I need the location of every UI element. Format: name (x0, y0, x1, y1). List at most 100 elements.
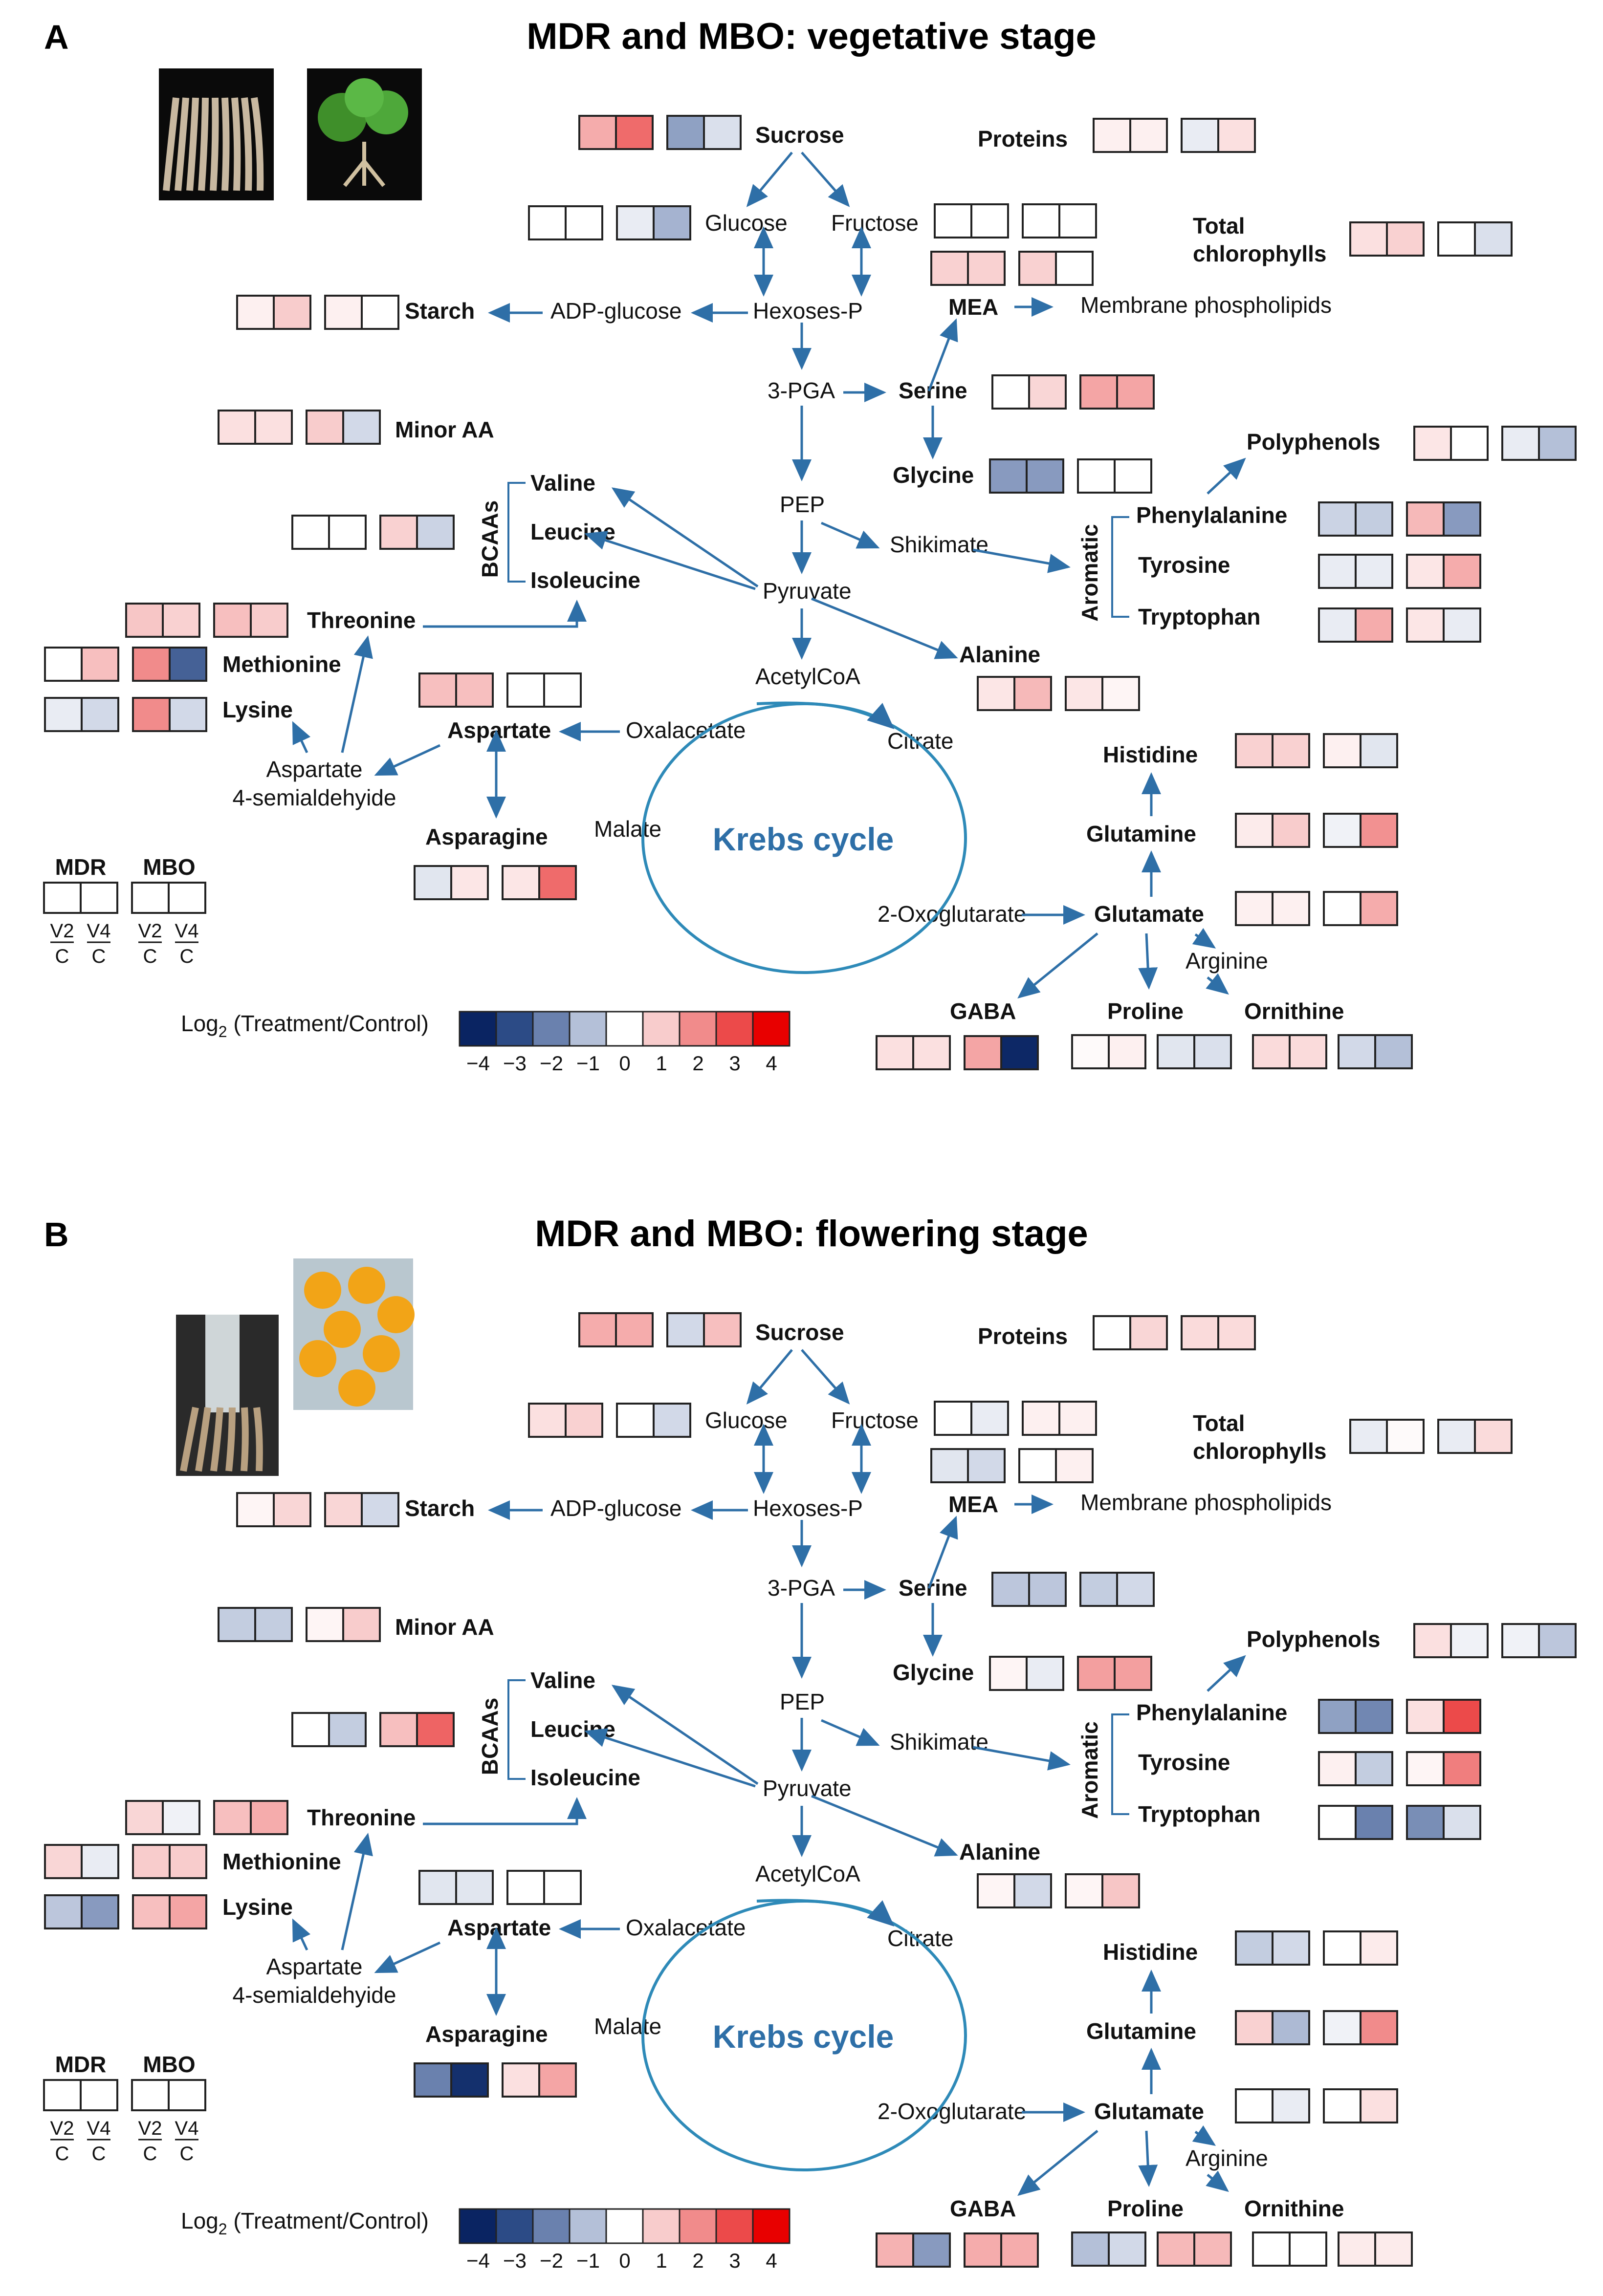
color-scale-tick: 4 (766, 1052, 777, 1075)
heatmap-mdr-tryptophan (1318, 607, 1393, 643)
pathway-arrow (584, 531, 756, 590)
key-v-label: V2 (138, 920, 162, 942)
node-shikimate: Shikimate (890, 1729, 988, 1754)
node-sucrose: Sucrose (755, 122, 844, 148)
heatmap-mbo-gaba (964, 1035, 1039, 1070)
root-photo-icon (159, 68, 422, 200)
heatmap-mbo-threonine (213, 1800, 288, 1835)
heatmap-mdr-serine (991, 374, 1067, 410)
heatmap-mbo-serine (1079, 1572, 1155, 1607)
heatmap-cell (1116, 1572, 1155, 1607)
pathway-arrow (611, 487, 759, 588)
pathway-arrow (801, 152, 850, 207)
heatmap-mdr-methionine (44, 1844, 119, 1879)
heatmap-mdr-tyrosine (1318, 1751, 1393, 1786)
heatmap-cell (306, 410, 344, 445)
heatmap-cell (1318, 1751, 1357, 1786)
heatmap-cell (1349, 1419, 1388, 1454)
pathway-arrow (423, 600, 587, 628)
color-scale-tick: −1 (576, 2249, 600, 2272)
heatmap-mbo-total-chl (1437, 221, 1513, 257)
heatmap-mbo-mea (1018, 1448, 1094, 1483)
heatmap-cell (615, 115, 654, 150)
heatmap-mbo-tyrosine (1406, 554, 1481, 589)
heatmap-cell (213, 1800, 252, 1835)
color-scale-tick: −1 (576, 1052, 600, 1075)
heatmap-cell (1413, 426, 1452, 461)
node-starch: Starch (405, 1495, 475, 1521)
heatmap-cell (1252, 2231, 1291, 2267)
pathway-arrow (1207, 1655, 1246, 1692)
heatmap-mdr-sucrose (578, 115, 654, 150)
heatmap-mdr-methionine (44, 647, 119, 682)
heatmap-cell (1101, 676, 1140, 711)
pathway-arrow (1017, 932, 1098, 999)
heatmap-mdr-total-chl (1349, 221, 1425, 257)
key-cell (80, 882, 118, 914)
heatmap-cell (169, 647, 207, 682)
heatmap-mbo-total-chl (1437, 1419, 1513, 1454)
flower-photo-icon (176, 1258, 415, 1476)
heatmap-cell (418, 1870, 457, 1905)
heatmap-cell (538, 865, 577, 900)
heatmap-mbo-asparagine (502, 2062, 577, 2098)
node-acetylcoa: AcetylCoA (755, 664, 860, 689)
color-scale-swatch (569, 1011, 607, 1047)
heatmap-mbo-aspartate (506, 672, 582, 708)
heatmap-cell (416, 1712, 455, 1747)
heatmap-cell (1093, 1315, 1131, 1350)
node-minor_aa: Minor AA (395, 417, 494, 442)
pathway-arrow (374, 1941, 441, 1973)
heatmap-cell (1474, 1419, 1513, 1454)
color-scale-swatch (495, 1011, 534, 1047)
heatmap-mbo-glutamine (1323, 813, 1398, 848)
node-glutamate: Glutamate (1094, 901, 1204, 927)
heatmap-cell (1129, 118, 1168, 153)
color-scale-tick: 2 (692, 1052, 703, 1075)
key-c-label: C (180, 2143, 194, 2165)
heatmap-cell (1437, 221, 1476, 257)
heatmap-cell (1406, 1751, 1445, 1786)
heatmap-cell (1022, 203, 1060, 238)
heatmap-cell (934, 1401, 972, 1436)
heatmap-mbo-methionine (132, 1844, 207, 1879)
node-sucrose: Sucrose (755, 1320, 844, 1345)
heatmap-mbo-bcaas (379, 515, 455, 550)
node-bcaas: BCAAs (477, 1698, 503, 1775)
heatmap-mdr-sucrose (578, 1312, 654, 1347)
heatmap-cell (970, 1401, 1009, 1436)
node-pyruvate: Pyruvate (763, 1776, 852, 1801)
color-scale-tick: −3 (503, 2249, 527, 2272)
heatmap-cell (1235, 891, 1274, 926)
heatmap-mbo-sucrose (666, 115, 742, 150)
node-arginine: Arginine (1186, 2145, 1268, 2171)
node-hexoses_p: Hexoses-P (753, 298, 863, 324)
heatmap-cell (1193, 2231, 1232, 2267)
node-valine: Valine (530, 1668, 595, 1693)
pathway-arrow (927, 318, 958, 391)
heatmap-cell (666, 115, 705, 150)
heatmap-mdr-asparagine (414, 865, 489, 900)
heatmap-cell (1318, 554, 1357, 589)
heatmap-mdr-ornithine (1252, 2231, 1327, 2267)
heatmap-cell (1443, 554, 1481, 589)
heatmap-cell (653, 205, 691, 240)
heatmap-cell (543, 672, 582, 708)
heatmap-mbo-aspartate (506, 1870, 582, 1905)
heatmap-cell (1101, 1873, 1140, 1908)
heatmap-mbo-histidine (1323, 1930, 1398, 1966)
heatmap-cell (1360, 2088, 1398, 2123)
pathway-arrow (821, 521, 880, 549)
heatmap-cell (1386, 1419, 1425, 1454)
heatmap-cell (1272, 2088, 1310, 2123)
heatmap-cell (964, 2232, 1002, 2268)
node-malate: Malate (594, 816, 661, 842)
heatmap-mdr-lysine (44, 1894, 119, 1929)
node-proline: Proline (1107, 998, 1184, 1024)
node-glycine: Glycine (893, 462, 974, 488)
heatmap-cell (578, 115, 617, 150)
heatmap-cell (1181, 118, 1219, 153)
heatmap-cell (1323, 2088, 1361, 2123)
heatmap-cell (1374, 2231, 1413, 2267)
heatmap-cell (970, 203, 1009, 238)
